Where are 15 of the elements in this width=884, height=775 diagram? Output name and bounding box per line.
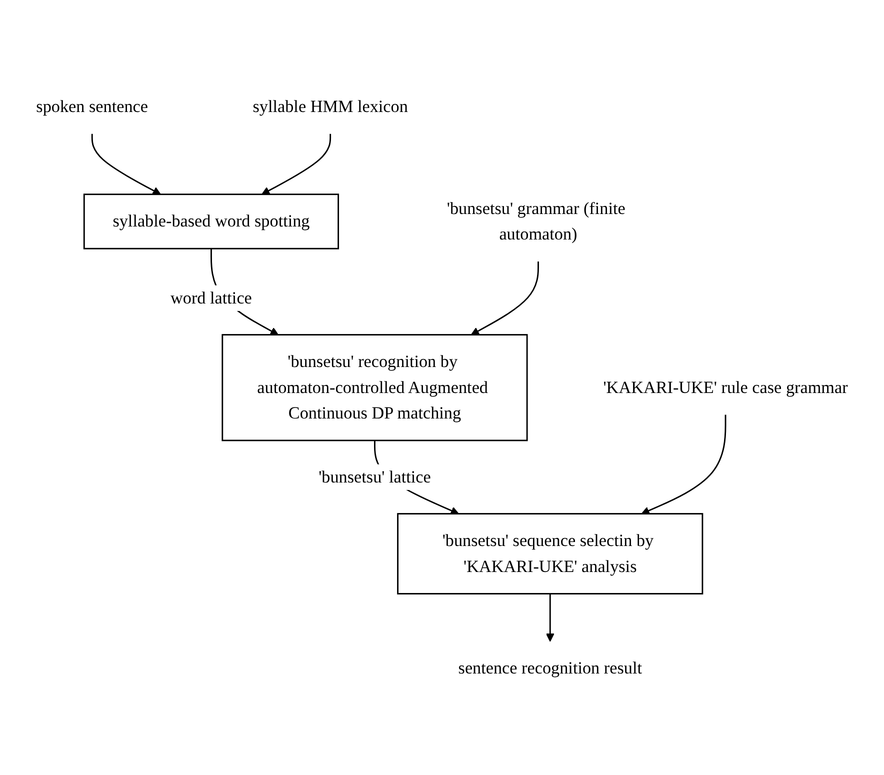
edge-label: word lattice [170,288,252,308]
node-text: spoken sentence [36,96,148,116]
node-text: sentence recognition result [458,658,642,678]
arrow [641,414,726,514]
edge-label: 'bunsetsu' lattice [318,466,431,486]
node-box: 'bunsetsu' recognition by automaton-controlled Augmented Continuous DP matching [222,334,528,442]
node-text: 'bunsetsu' grammar (finite automaton) [446,198,626,244]
arrow [91,134,161,195]
arrow [546,594,554,642]
arrow [470,261,539,336]
node-text: 'KAKARI-UKE' rule case grammar [603,378,848,397]
node-box: 'bunsetsu' sequence selectin by 'KAKARI-UKE' analysis [397,512,704,594]
node-text: syllable HMM lexicon [252,96,408,116]
arrow [262,134,332,195]
node-box: syllable-based word spotting [83,194,340,250]
